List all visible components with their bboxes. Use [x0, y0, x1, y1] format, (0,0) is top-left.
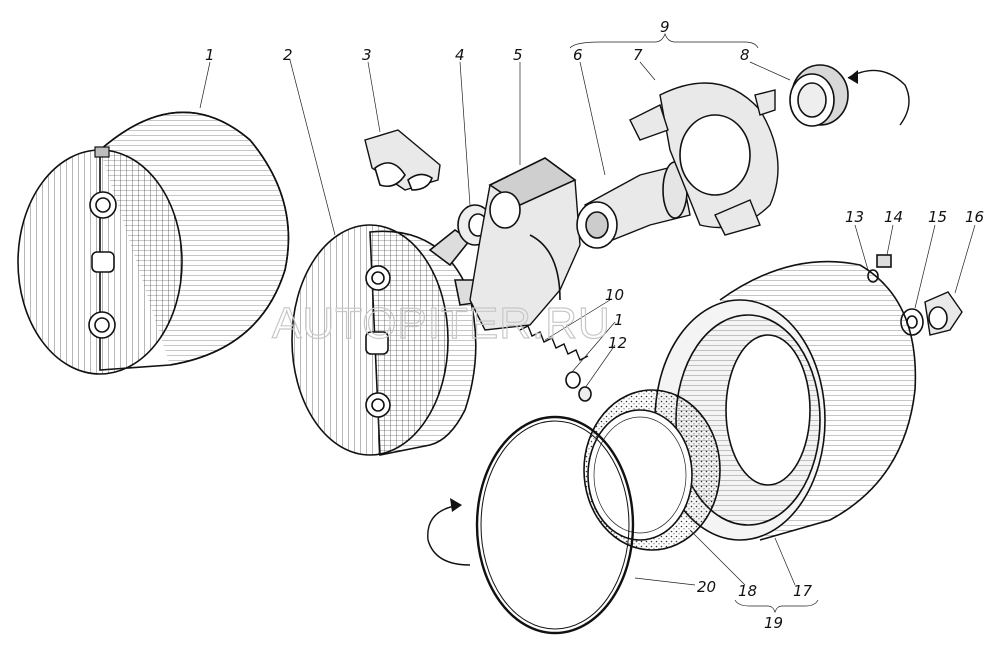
part-1-cylinder-housing: [17, 111, 290, 375]
part-10-spring: [519, 325, 589, 361]
part-20-o-ring: [475, 415, 635, 635]
part-2-disk-hub: [291, 224, 496, 456]
label-part-12: 12: [608, 334, 627, 352]
part-11-washer: [565, 371, 581, 389]
part-12-disc: [578, 386, 592, 402]
rotation-arrowhead-top: [848, 70, 858, 84]
part-5-cam-body: [469, 157, 581, 331]
label-part-11: 1: [614, 311, 624, 329]
rotation-arrow-bottom: [427, 504, 471, 566]
leader-lines: [199, 33, 976, 614]
part-16-nut: [924, 291, 963, 336]
label-part-19: 19: [764, 614, 783, 632]
part-8-bearing-ring: [789, 64, 849, 127]
label-part-9: 9: [660, 18, 670, 36]
label-part-5: 5: [513, 46, 523, 64]
label-part-7: 7: [633, 46, 643, 64]
label-part-16: 16: [965, 208, 984, 226]
label-part-3: 3: [362, 46, 372, 64]
label-part-18: 18: [738, 582, 757, 600]
label-part-1: 1: [205, 46, 215, 64]
watermark: AUTOPITER.RU: [272, 299, 611, 348]
part-14-bolt: [876, 254, 892, 268]
part-7-flange: [629, 82, 779, 236]
label-part-14: 14: [884, 208, 903, 226]
label-part-10: 10: [605, 286, 624, 304]
label-part-20: 20: [697, 578, 716, 596]
rotation-arrow-top: [847, 69, 910, 126]
label-part-8: 8: [740, 46, 750, 64]
label-part-17: 17: [793, 582, 813, 600]
label-part-13: 13: [845, 208, 864, 226]
part-6-shaft: [576, 161, 691, 249]
rotation-arrowhead-bottom: [450, 498, 462, 512]
label-part-15: 15: [928, 208, 947, 226]
label-part-2: 2: [283, 46, 293, 64]
part-3-bracket: [364, 129, 441, 191]
part-18-seal-ring: [583, 389, 721, 551]
label-part-4: 4: [455, 46, 465, 64]
label-part-6: 6: [573, 46, 583, 64]
